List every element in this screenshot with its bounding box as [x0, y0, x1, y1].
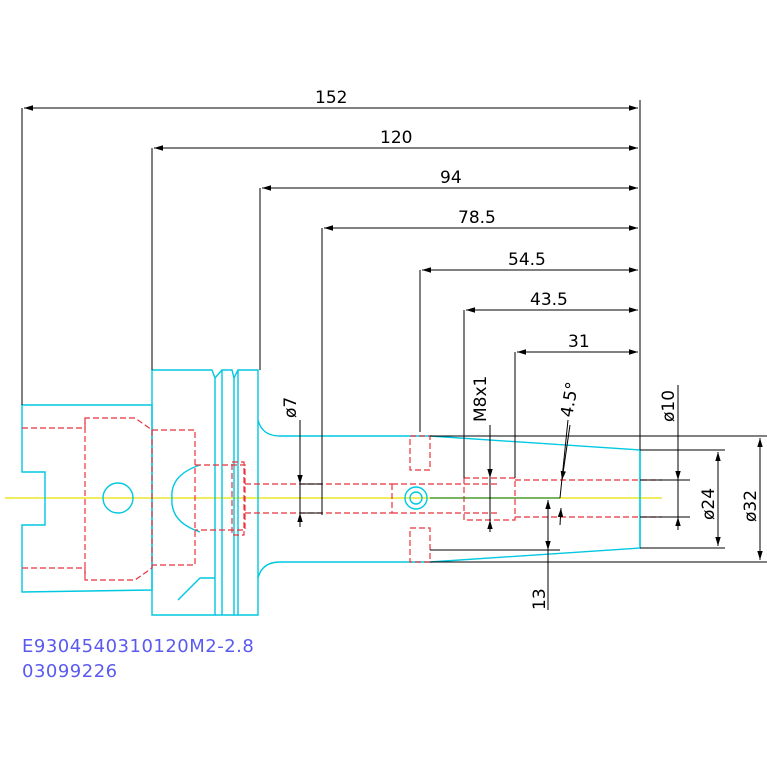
dim-dia-32: ø32: [741, 490, 761, 522]
dim-43-5: 43.5: [530, 290, 568, 310]
code-label: 03099226: [22, 661, 118, 682]
dim-120: 120: [380, 128, 412, 148]
dim-94: 94: [440, 168, 462, 188]
dim-78-5: 78.5: [458, 208, 496, 228]
dim-13: 13: [530, 588, 550, 610]
part-number-label: E9304540310120M2-2.8: [22, 636, 255, 657]
holder-outline: [21, 369, 641, 616]
dim-overall-152: 152: [315, 88, 347, 108]
dim-54-5: 54.5: [508, 250, 546, 270]
dim-31: 31: [568, 332, 590, 352]
dim-dia-7: ø7: [281, 397, 301, 418]
dimension-lines: [21, 100, 767, 610]
dim-dia-10: ø10: [659, 390, 679, 422]
dim-dia-24: ø24: [699, 488, 719, 520]
dim-thread-m8x1: M8x1: [471, 376, 491, 422]
dim-angle-4-5: 4.5°: [557, 380, 583, 418]
